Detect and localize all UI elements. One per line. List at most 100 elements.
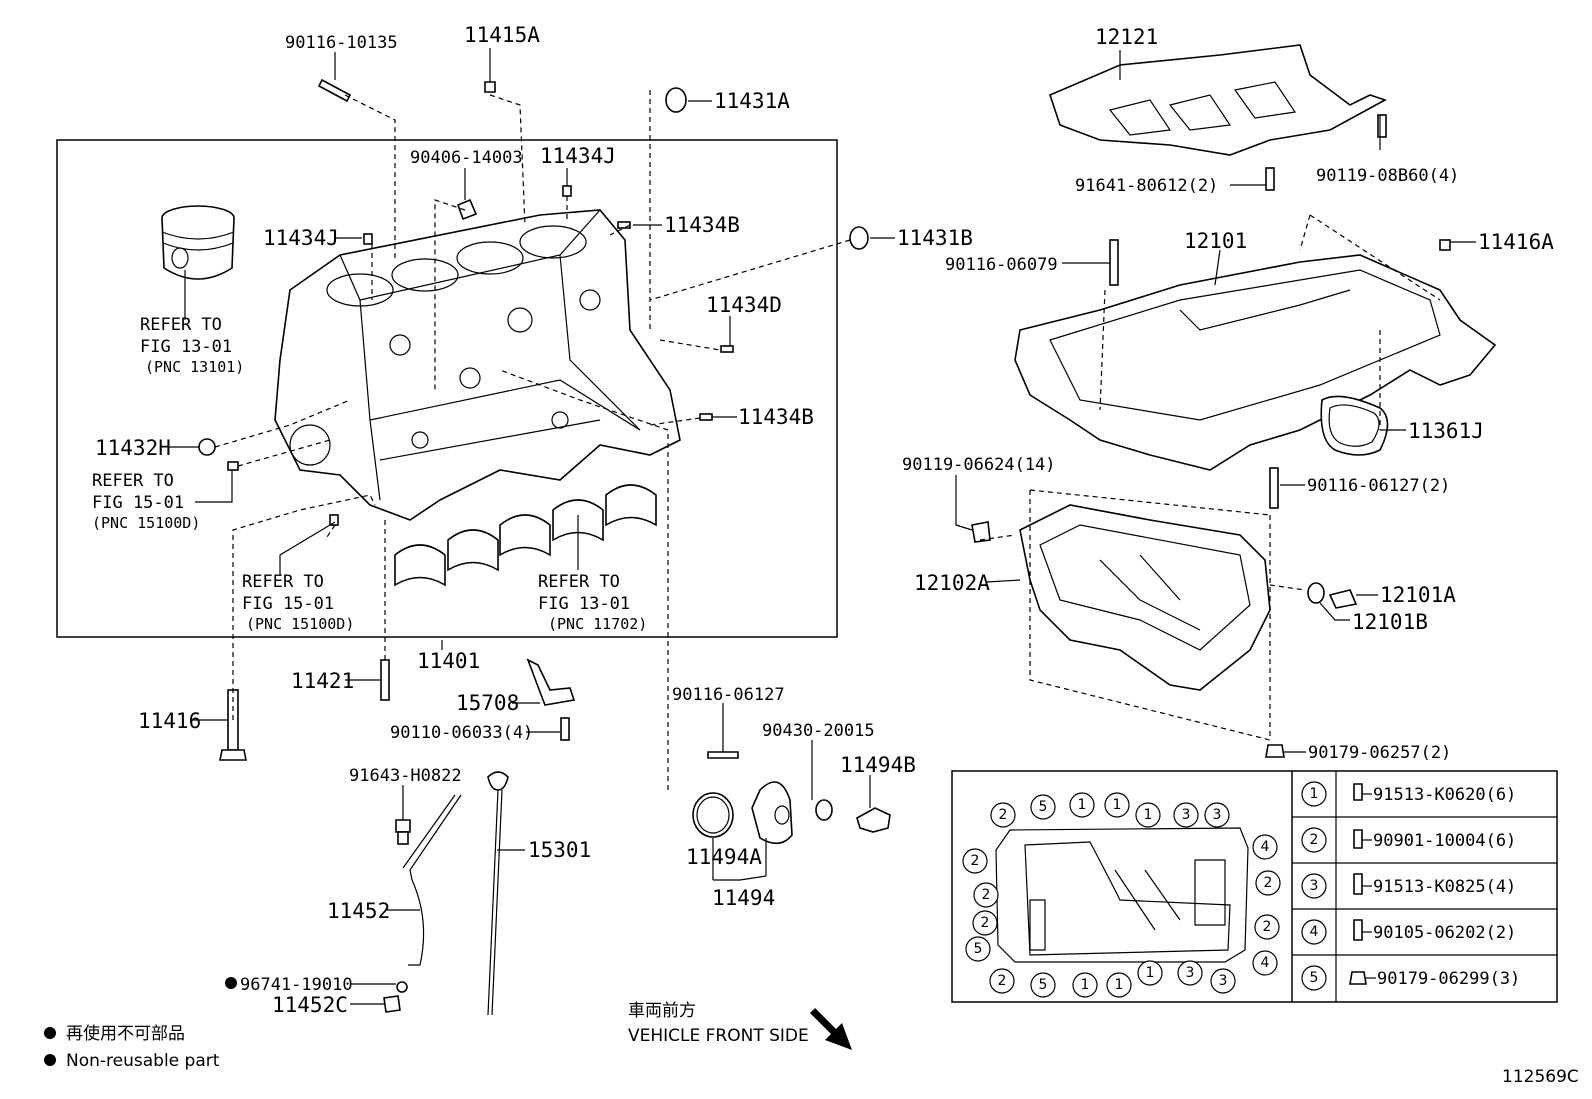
label-90179-06257: 90179-06257(2) xyxy=(1308,743,1451,763)
legend: 再使用不可部品 Non-reusable part xyxy=(44,1023,220,1071)
pattern-right-1: 4 xyxy=(1252,834,1278,860)
label-11452: 11452 xyxy=(327,899,390,923)
pattern-left-4: 5 xyxy=(965,936,991,962)
bolt-table: 1 91513-K0620(6) 2 90901-10004(6) 3 9151… xyxy=(1301,781,1520,991)
label-11432h: 11432H xyxy=(95,436,171,460)
svg-text:2: 2 xyxy=(981,915,990,931)
legend-en: Non-reusable part xyxy=(66,1051,220,1071)
bolt-row-2: 2 90901-10004(6) xyxy=(1301,827,1516,853)
label-11434j-left: 11434J xyxy=(263,226,339,250)
bolt-row-3-part: 91513-K0825(4) xyxy=(1373,877,1516,897)
label-11494a: 11494A xyxy=(686,845,762,869)
lower-oil-pan-drawing xyxy=(971,467,1358,758)
cylinder-block-drawing xyxy=(274,209,681,521)
refer-3-line3: (PNC 15100D) xyxy=(246,615,354,633)
label-11416a: 11416A xyxy=(1478,230,1554,254)
label-90119-06624: 90119-06624(14) xyxy=(902,455,1056,475)
label-90406-14003: 90406-14003 xyxy=(410,148,523,168)
pattern-top-5: 1 xyxy=(1135,802,1161,828)
pattern-bottom-7: 3 xyxy=(1210,968,1236,994)
pattern-left-3: 2 xyxy=(972,910,998,936)
pattern-right-3: 2 xyxy=(1254,914,1280,940)
baffle-plate-drawing xyxy=(1049,44,1387,191)
label-11452c: 11452C xyxy=(272,993,348,1017)
bolt-row-4-num: 4 xyxy=(1310,924,1319,940)
svg-text:5: 5 xyxy=(1039,799,1048,815)
pattern-top-6: 3 xyxy=(1173,802,1199,828)
label-11431a: 11431A xyxy=(714,89,790,113)
bolt-row-2-part: 90901-10004(6) xyxy=(1373,831,1516,851)
crank-bearings xyxy=(394,484,657,587)
label-11431b: 11431B xyxy=(897,226,973,250)
lower-left-parts xyxy=(219,658,576,1016)
svg-text:2: 2 xyxy=(1264,875,1273,891)
label-11494b: 11494B xyxy=(840,753,916,777)
bolt-row-1-num: 1 xyxy=(1310,786,1319,802)
front-arrow-icon xyxy=(810,1008,852,1050)
svg-text:4: 4 xyxy=(1261,839,1270,855)
leader-lines xyxy=(168,48,1476,1005)
label-90116-06079: 90116-06079 xyxy=(945,255,1058,275)
upper-oil-pan-drawing xyxy=(1014,239,1497,471)
svg-text:2: 2 xyxy=(982,887,991,903)
label-90116-10135: 90116-10135 xyxy=(285,33,398,53)
refer-2-line1: REFER TO xyxy=(92,471,174,491)
non-reusable-dot xyxy=(225,977,237,989)
pattern-top-4: 1 xyxy=(1104,792,1130,818)
bolt-row-1: 1 91513-K0620(6) xyxy=(1301,781,1516,807)
bolt-row-1-part: 91513-K0620(6) xyxy=(1373,785,1516,805)
label-15708: 15708 xyxy=(456,691,519,715)
refer-2-line2: FIG 15-01 xyxy=(92,493,184,513)
refer-2-line3: (PNC 15100D) xyxy=(92,514,200,532)
legend-dot-en xyxy=(44,1054,56,1066)
refer-4-line2: FIG 13-01 xyxy=(538,594,630,614)
svg-text:3: 3 xyxy=(1219,973,1228,989)
label-90430-20015: 90430-20015 xyxy=(762,721,875,741)
label-12102a: 12102A xyxy=(914,571,990,595)
label-11361j: 11361J xyxy=(1408,419,1484,443)
dashed-guides xyxy=(214,90,1441,790)
label-91643-h0822: 91643-H0822 xyxy=(349,766,462,786)
figure-id: 112569C xyxy=(1502,1067,1579,1087)
svg-text:3: 3 xyxy=(1213,807,1222,823)
bolt-panel-frame xyxy=(951,770,1558,1003)
part-labels: 90116-10135 11415A 11431A 90406-14003 11… xyxy=(95,23,1554,1017)
bolt-row-3: 3 91513-K0825(4) xyxy=(1301,873,1516,899)
svg-text:1: 1 xyxy=(1146,965,1155,981)
front-jp: 車両前方 xyxy=(628,1001,696,1021)
pattern-top-7: 3 xyxy=(1204,802,1230,828)
label-91641-80612: 91641-80612(2) xyxy=(1075,176,1218,196)
bolt-row-5: 5 90179-06299(3) xyxy=(1301,965,1520,991)
svg-text:3: 3 xyxy=(1186,965,1195,981)
legend-jp: 再使用不可部品 xyxy=(66,1023,185,1044)
bolt-row-2-num: 2 xyxy=(1310,832,1319,848)
label-11415a: 11415A xyxy=(464,23,540,47)
pattern-left-1: 2 xyxy=(962,848,988,874)
label-11434j-top: 11434J xyxy=(540,144,616,168)
svg-text:2: 2 xyxy=(1263,919,1272,935)
label-90116-06127-mid: 90116-06127 xyxy=(672,685,785,705)
svg-text:4: 4 xyxy=(1261,955,1270,971)
pattern-top-2: 5 xyxy=(1030,794,1056,820)
refer-4-line1: REFER TO xyxy=(538,572,620,592)
pattern-bottom-4: 1 xyxy=(1106,972,1132,998)
bolt-row-5-num: 5 xyxy=(1310,970,1319,986)
svg-text:5: 5 xyxy=(974,941,983,957)
svg-text:1: 1 xyxy=(1144,807,1153,823)
vehicle-front-indicator: 車両前方 VEHICLE FRONT SIDE xyxy=(628,1001,852,1050)
svg-text:2: 2 xyxy=(971,853,980,869)
bolt-row-4-part: 90105-06202(2) xyxy=(1373,923,1516,943)
label-11421: 11421 xyxy=(291,669,354,693)
svg-text:5: 5 xyxy=(1039,977,1048,993)
svg-text:1: 1 xyxy=(1113,797,1122,813)
svg-text:3: 3 xyxy=(1182,807,1191,823)
pattern-right-2: 2 xyxy=(1255,870,1281,896)
label-11401: 11401 xyxy=(417,649,480,673)
pattern-bottom-1: 2 xyxy=(989,968,1015,994)
svg-text:1: 1 xyxy=(1078,797,1087,813)
label-90110-06033: 90110-06033(4) xyxy=(390,723,533,743)
label-11494: 11494 xyxy=(712,886,775,910)
oil-pump-parts xyxy=(692,751,891,845)
label-11434b-top: 11434B xyxy=(664,213,740,237)
